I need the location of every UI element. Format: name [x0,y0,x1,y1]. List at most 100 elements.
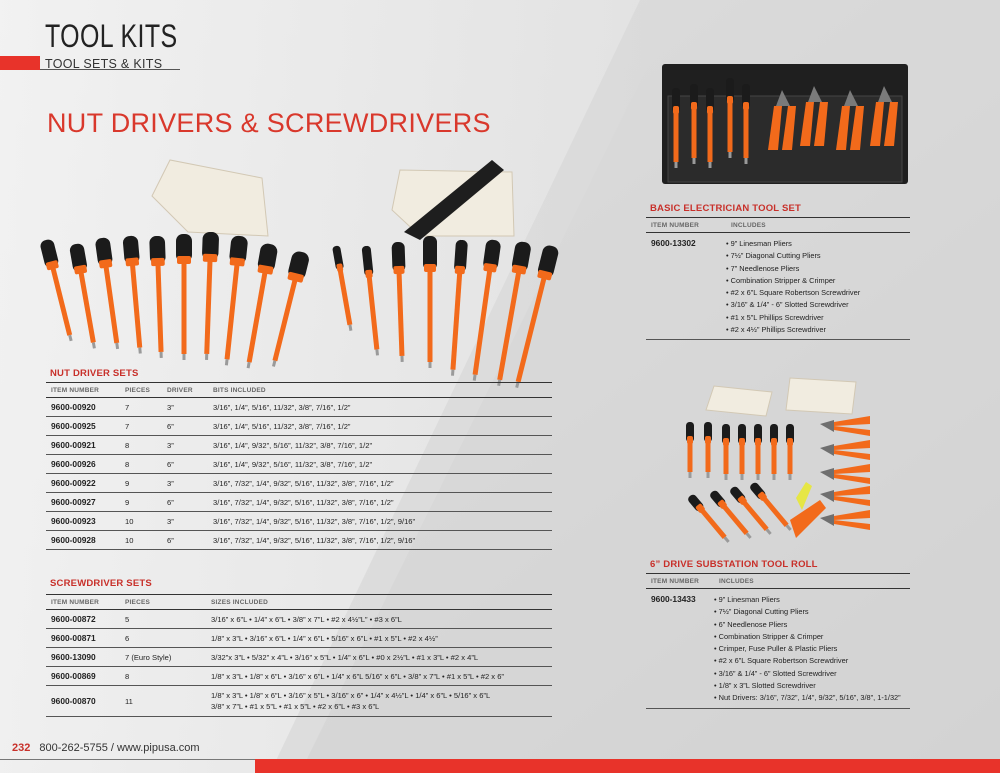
table-cell: 3/16”, 7/32”, 1/4”, 9/32”, 5/16”, 11/32”… [213,478,394,488]
table-cell: 8 [125,440,130,450]
footer-contact: 800-262-5755 / www.pipusa.com [39,742,200,754]
table-header: ITEM NUMBER PIECES DRIVER BITS INCLUDED [46,382,552,398]
nut-driver-icon [754,424,762,480]
table-cell: 6 [125,633,130,643]
nut-driver-icon [271,251,309,367]
table-cell: 3/16”, 7/32”, 1/4”, 9/32”, 5/16”, 11/32”… [213,535,416,545]
table-cell: 7 [125,402,130,412]
nut-driver-icon [686,422,694,478]
screwdriver-sets-title: SCREWDRIVER SETS [50,578,152,589]
nut-driver-icon [69,243,96,349]
table-cell: 3/16”, 1/4”, 5/16”, 11/32”, 3/8”, 7/16”,… [213,402,351,412]
table-cell: 3/16”, 1/4”, 9/32”, 5/16”, 11/32”, 3/8”,… [213,459,372,469]
screwdriver-icon [672,88,680,168]
table-cell: 3/16”, 1/4”, 5/16”, 11/32”, 3/8”, 7/16”,… [213,421,351,431]
screwdriver-icon [423,236,437,368]
plier-icon [836,90,864,150]
header-accent-bar [0,56,40,70]
nut-driver-set-image [40,231,309,369]
screwdriver-icon [450,239,468,376]
nut-driver-icon [246,243,278,369]
screwdriver-icon [750,482,792,531]
list-item: 3/16” & 1/4” - 6” Slotted Screwdriver [714,668,910,680]
table-cell: 9 [125,497,130,507]
list-item: Combination Stripper & Crimper [714,631,910,643]
canvas-roll-image [151,159,515,240]
plier-icon [820,464,870,484]
table-cell: 3/16”, 7/32”, 1/4”, 9/32”, 5/16”, 11/32”… [213,497,394,507]
list-item: 7” Needlenose Pliers [726,263,910,275]
list-item: 6” Needlenose Pliers [714,619,910,631]
table-cell: 8 [125,459,130,469]
footer: 232 800-262-5755 / www.pipusa.com [12,742,200,754]
table-row: 9600-00925 7 6” 3/16”, 1/4”, 5/16”, 11/32”,… [46,417,552,436]
table-cell: 9600-00921 [51,440,96,450]
screwdriver-icon [515,245,559,389]
list-item: Crimper, Fuse Puller & Plastic Pliers [714,643,910,655]
nut-driver-icon [738,424,746,480]
nut-driver-icon [149,235,166,358]
screwdriver-icon [726,78,734,158]
nut-driver-icon [95,237,120,350]
table-cell: 10 [125,535,134,545]
table-cell: 8 [125,671,130,681]
table-cell: 7 (Euro Style) [125,652,172,662]
table-cell: 6” [167,421,174,431]
list-item: #1 x 5”L Phillips Screwdriver [726,312,910,324]
screwdriver-icon [472,239,501,381]
table-cell: 3/16”, 7/32”, 1/4”, 9/32”, 5/16”, 11/32”… [213,516,416,526]
table-cell: 9600-00871 [51,633,96,643]
footer-accent-bar [255,759,1000,773]
column-header: BITS INCLUDED [213,386,266,394]
column-header: INCLUDES [731,221,766,229]
footer-rule [0,759,255,760]
page-number: 232 [12,742,31,754]
nut-driver-icon [722,424,730,480]
nut-driver-icon [176,234,192,360]
plier-icon [800,86,828,146]
nut-driver-icon [122,235,143,354]
screwdriver-icon [690,84,698,164]
table-cell: 9600-00872 [51,614,96,624]
nut-driver-icon [40,239,73,342]
basic-electrician-title: BASIC ELECTRICIAN TOOL SET [650,203,802,214]
table-cell: 3” [167,478,174,488]
table-cell: 6” [167,459,174,469]
includes-list: 9” Linesman Pliers7½” Diagonal Cutting P… [726,238,910,336]
table-cell: 7 [125,421,130,431]
table-row: 9600-13302 9” Linesman Pliers7½” Diagona… [646,233,910,341]
table-cell: 9600-00923 [51,516,96,526]
nut-driver-sets-table: ITEM NUMBER PIECES DRIVER BITS INCLUDED … [46,382,552,550]
table-cell: 6” [167,497,174,507]
plier-icon [820,440,870,460]
table-cell: 9600-00922 [51,478,96,488]
item-number: 9600-13302 [651,238,696,248]
electrician-tool-roll-image [662,64,908,184]
table-cell: 6” [167,535,174,545]
basic-electrician-table: ITEM NUMBER INCLUDES 9600-13302 9” Lines… [646,217,910,341]
table-cell: 10 [125,516,134,526]
screwdriver-icon [710,490,752,539]
substation-roll-title: 6” DRIVE SUBSTATION TOOL ROLL [650,559,818,570]
plier-icon [820,510,870,530]
table-header: ITEM NUMBER PIECES SIZES INCLUDED [46,594,552,610]
column-header: ITEM NUMBER [651,221,700,229]
list-item: #2 x 4½” Phillips Screwdriver [726,324,910,336]
item-number: 9600-13433 [651,594,696,604]
table-cell: 3/16” x 6”L • 1/4” x 6”L • 3/8” x 7”L • … [211,614,402,624]
screwdriver-icon [332,245,353,331]
table-cell: 3” [167,440,174,450]
section-heading: NUT DRIVERS & SCREWDRIVERS [47,108,491,138]
table-cell: 9600-00926 [51,459,96,469]
table-cell: 9600-00925 [51,421,96,431]
